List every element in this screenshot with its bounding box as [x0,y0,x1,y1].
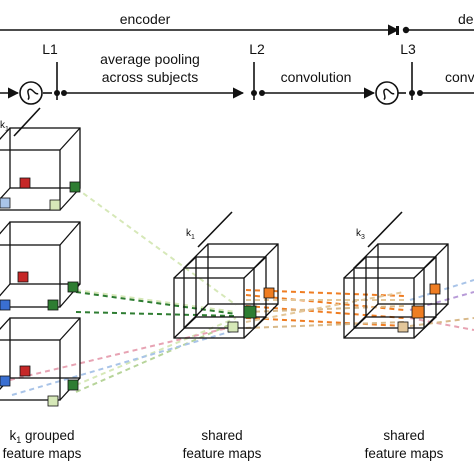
voxel-green [47,299,59,311]
decoder-label: de [458,11,474,27]
grouped-cube-2 [0,221,81,308]
voxel-pale-green [49,199,61,211]
sigmoid-icon [27,88,39,101]
layer-marker-l2: L2 [249,41,265,100]
shared2-k-sub: 3 [361,234,365,241]
voxel-blue [0,375,11,387]
shared2-voxels [397,283,441,333]
voxel-blue [0,299,11,311]
voxel-pale-green [47,395,59,407]
sigmoid-icon [383,88,395,101]
shared1-voxels [227,287,275,333]
svg-text:k1: k1 [186,228,195,241]
grouped-caption-line2: feature maps [3,446,82,461]
voxel-green [67,281,79,293]
grouped-caption-rest: grouped [21,428,74,443]
voxel-red [17,271,29,283]
shared-feature-maps-2 [343,211,449,339]
grouped-caption-k: k [9,428,16,443]
avg-pooling-line1: average pooling [100,51,200,67]
grouped-kernel-label: k1 [0,120,9,133]
shared1-k-sub: 1 [191,234,195,241]
encoder-label: encoder [120,11,171,27]
voxel-orange [411,305,425,319]
voxel-tan [397,321,409,333]
shared2-k: k [356,228,362,239]
right-operation-label: conv [445,69,474,85]
svg-text:k1: k1 [0,120,9,133]
grouped-k-sub: 1 [5,126,9,133]
layer-marker-l1: L1 [42,41,60,100]
layer-marker-l3: L3 [400,41,416,100]
grouped-caption-k-sub: 1 [16,435,21,445]
voxel-orange [263,287,275,299]
pipeline-row: L1 average pooling across subjects L2 co… [0,41,474,105]
shared2-caption-line2: feature maps [365,446,444,461]
grouped-caption: k1 grouped feature maps [3,428,82,461]
svg-text:k3: k3 [356,228,365,241]
shared1-k: k [186,228,192,239]
voxel-green [67,379,79,391]
grouped-cube-1 [0,107,81,211]
grouped-voxels [0,177,81,407]
layer-label-l1: L1 [42,41,58,57]
shared2-kernel-label: k3 [356,228,365,241]
activation-node-2 [375,81,399,105]
svg-text:k1 grouped: k1 grouped [9,428,74,445]
voxel-pale-blue [0,197,11,209]
encoder-bar: encoder de [0,11,474,36]
convolution-label: convolution [281,69,352,85]
avg-pooling-line2: across subjects [102,69,198,85]
grouped-feature-maps [0,107,81,401]
shared1-caption-line1: shared [201,428,242,443]
shared2-caption-line1: shared [383,428,424,443]
voxel-pale-green [227,321,239,333]
shared2-caption: shared feature maps [365,428,444,461]
voxel-red [19,177,31,189]
voxel-green [69,181,81,193]
layer-label-l3: L3 [400,41,416,57]
activation-node-1 [19,81,43,105]
grouped-k: k [0,120,6,131]
voxel-red [19,365,31,377]
voxel-green [243,305,257,319]
shared1-caption: shared feature maps [183,428,262,461]
shared1-kernel-label: k1 [186,228,195,241]
voxel-orange [429,283,441,295]
layer-label-l2: L2 [249,41,265,57]
shared1-caption-line2: feature maps [183,446,262,461]
